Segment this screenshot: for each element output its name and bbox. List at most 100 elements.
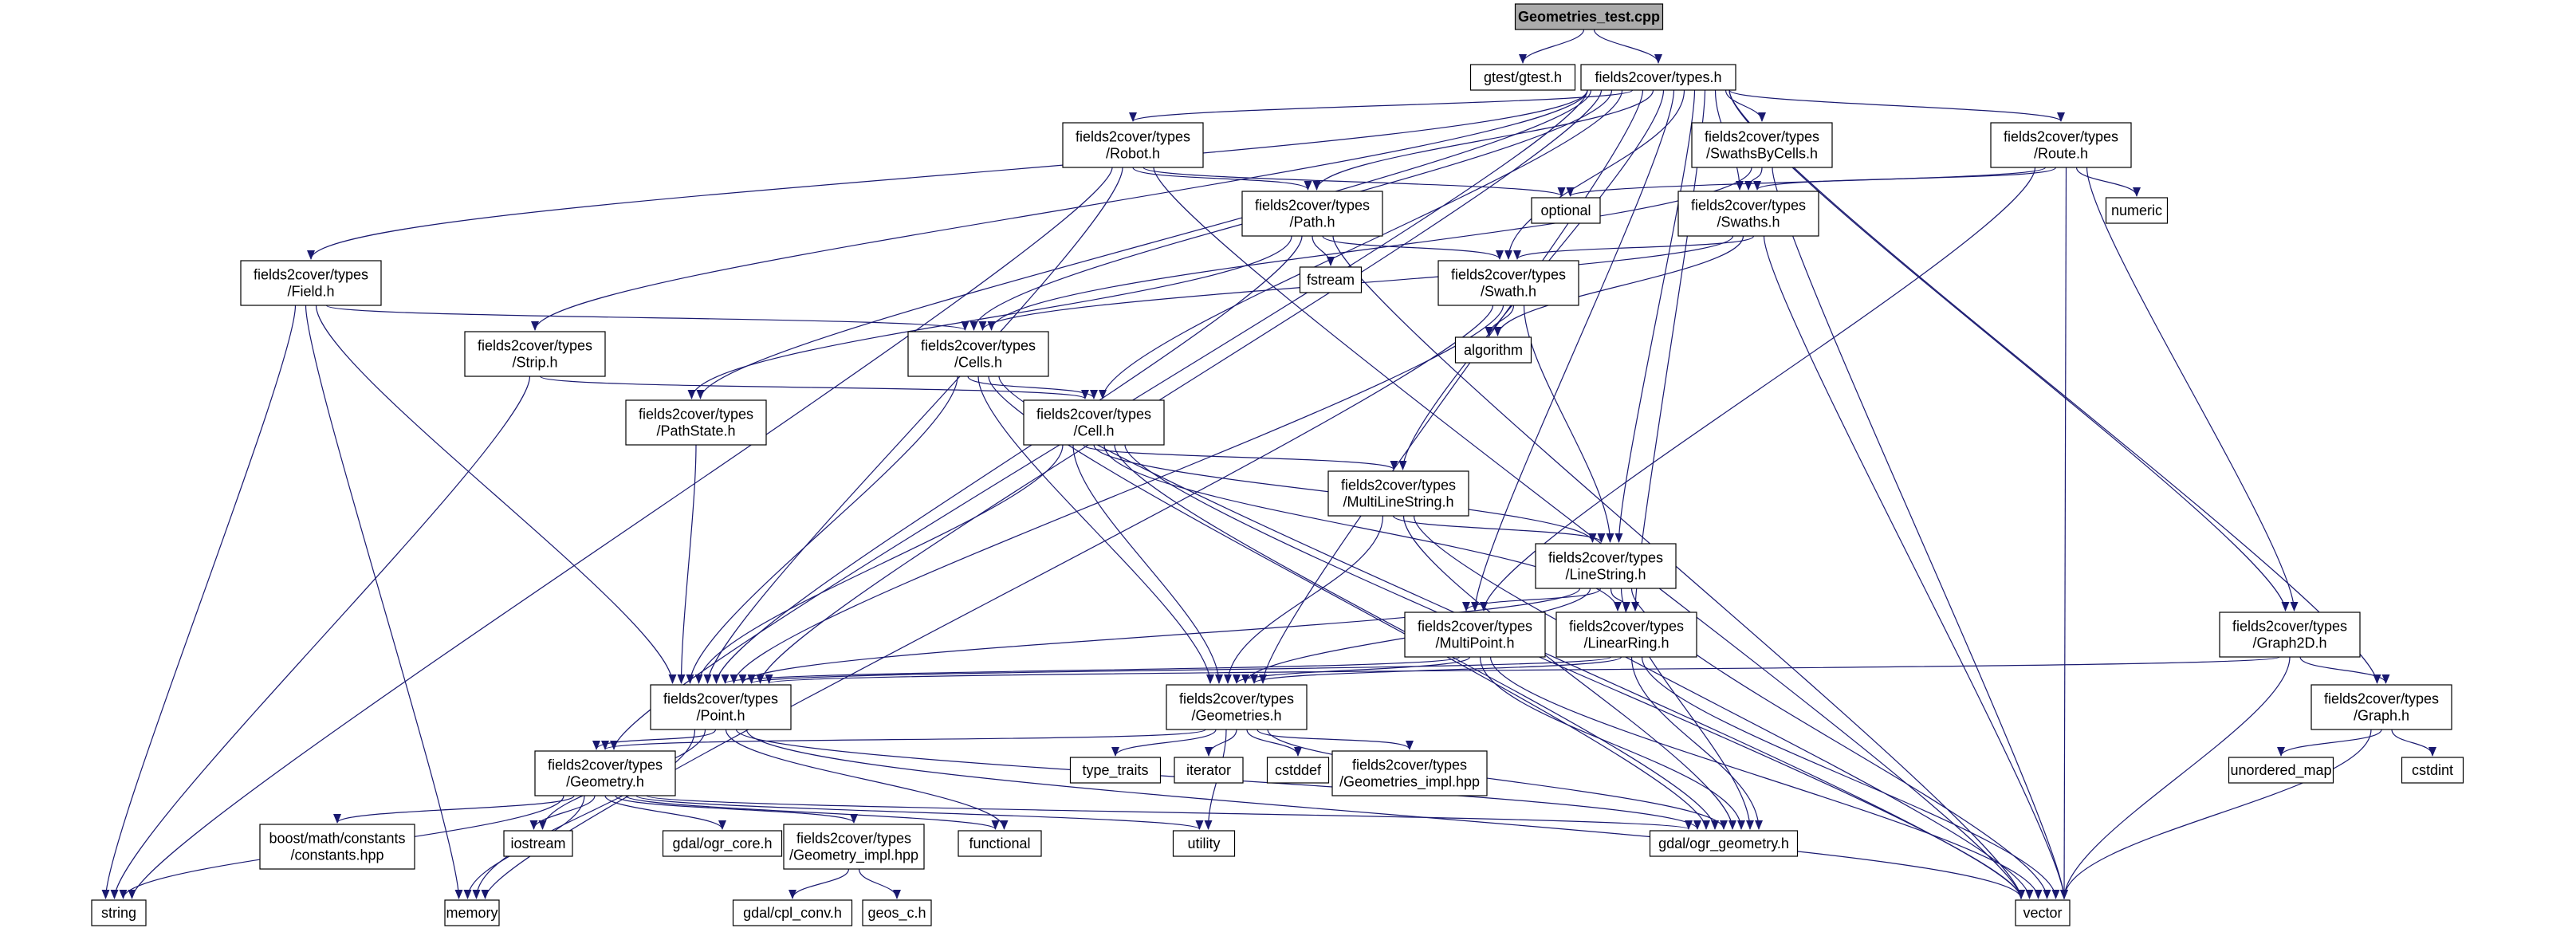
graph-node-swath_h[interactable]: fields2cover/types/Swath.h xyxy=(1437,260,1579,306)
graph-node-box-point_h[interactable] xyxy=(650,684,792,730)
include-edge-types_h--multipoint_h xyxy=(1471,89,1675,612)
include-edge-geometry_h--functional xyxy=(625,795,1000,830)
graph-node-box-robot_h[interactable] xyxy=(1062,122,1204,168)
graph-node-graph2d_h[interactable]: fields2cover/types/Graph2D.h xyxy=(2219,612,2361,658)
include-edge-multilinestring_h--vector xyxy=(1413,515,2034,899)
graph-node-path_h[interactable]: fields2cover/types/Path.h xyxy=(1241,191,1383,237)
graph-node-box-string xyxy=(91,899,147,926)
graph-node-geometries_impl_hpp[interactable]: fields2cover/types/Geometries_impl.hpp xyxy=(1331,750,1488,796)
graph-node-box-linestring_h[interactable] xyxy=(1535,543,1677,589)
graph-node-label-robot_h: fields2cover/types/Robot.h xyxy=(1076,129,1190,162)
graph-node-box-swathsbycells_h[interactable] xyxy=(1691,122,1833,168)
include-edge-robot_h--vector xyxy=(1153,167,2025,899)
graph-node-box-types_h[interactable] xyxy=(1580,64,1736,91)
graph-node-label-cpl_conv_h: gdal/cpl_conv.h xyxy=(743,905,842,922)
graph-node-box-graph_h[interactable] xyxy=(2311,684,2452,730)
include-edge-linearring_h--vector xyxy=(1641,656,2060,899)
graph-node-types_h[interactable]: fields2cover/types.h xyxy=(1580,64,1736,91)
graph-node-geometries_h[interactable]: fields2cover/types/Geometries.h xyxy=(1166,684,1308,730)
graph-node-box-strip_h[interactable] xyxy=(464,331,606,377)
graph-node-iterator: iterator xyxy=(1174,757,1244,784)
graph-node-box-numeric xyxy=(2105,197,2169,224)
graph-node-label-geometries_test_cpp: Geometries_test.cpp xyxy=(1518,9,1660,25)
include-edge-geometries_test_cpp--gtest_h xyxy=(1519,29,1585,64)
include-edge-geometries_h--ogr_geometry_h xyxy=(1267,729,1728,830)
graph-node-label-functional: functional xyxy=(969,836,1030,851)
graph-node-geometries_test_cpp: Geometries_test.cpp xyxy=(1514,3,1664,30)
include-edge-robot_h--optional xyxy=(1142,167,1566,197)
graph-node-pathstate_h[interactable]: fields2cover/types/PathState.h xyxy=(625,399,767,446)
include-edge-geometries_h--geometries_impl_hpp xyxy=(1257,729,1414,750)
graph-node-box-geometries_h[interactable] xyxy=(1166,684,1308,730)
graph-node-geometry_impl_hpp[interactable]: fields2cover/types/Geometry_impl.hpp xyxy=(783,824,925,870)
graph-node-label-swath_h: fields2cover/types/Swath.h xyxy=(1451,267,1566,300)
graph-node-robot_h[interactable]: fields2cover/types/Robot.h xyxy=(1062,122,1204,168)
graph-node-label-iterator: iterator xyxy=(1186,762,1231,778)
graph-node-point_h[interactable]: fields2cover/types/Point.h xyxy=(650,684,792,730)
include-edge-graph_h--cstdint xyxy=(2391,729,2436,757)
include-edge-linearring_h--point_h xyxy=(748,656,1612,684)
graph-node-swathsbycells_h[interactable]: fields2cover/types/SwathsByCells.h xyxy=(1691,122,1833,168)
graph-node-box-graph2d_h[interactable] xyxy=(2219,612,2361,658)
graph-node-linestring_h[interactable]: fields2cover/types/LineString.h xyxy=(1535,543,1677,589)
graph-node-box-geometry_impl_hpp[interactable] xyxy=(783,824,925,870)
graph-node-swaths_h[interactable]: fields2cover/types/Swaths.h xyxy=(1677,191,1819,237)
graph-node-graph_h[interactable]: fields2cover/types/Graph.h xyxy=(2311,684,2452,730)
graph-node-box-route_h[interactable] xyxy=(1990,122,2132,168)
graph-node-numeric: numeric xyxy=(2105,197,2169,224)
graph-node-box-swaths_h[interactable] xyxy=(1677,191,1819,237)
graph-node-box-cstddef xyxy=(1266,757,1330,784)
include-edge-types_h--linestring_h xyxy=(1614,89,1696,543)
graph-node-optional: optional xyxy=(1531,197,1601,224)
include-edge-swathsbycells_h--swaths_h xyxy=(1744,167,1763,191)
include-edge-robot_h--point_h xyxy=(703,167,1123,684)
graph-node-box-cells_h[interactable] xyxy=(907,331,1049,377)
graph-node-box-memory xyxy=(444,899,500,926)
graph-node-label-geometry_impl_hpp: fields2cover/types/Geometry_impl.hpp xyxy=(789,831,918,864)
graph-node-multipoint_h[interactable]: fields2cover/types/MultiPoint.h xyxy=(1404,612,1546,658)
graph-node-box-vector xyxy=(2015,899,2071,926)
graph-node-box-functional xyxy=(958,830,1042,857)
graph-node-memory: memory xyxy=(444,899,500,926)
graph-node-box-cell_h[interactable] xyxy=(1023,399,1165,446)
graph-node-cell_h[interactable]: fields2cover/types/Cell.h xyxy=(1023,399,1165,446)
graph-node-box-multipoint_h[interactable] xyxy=(1404,612,1546,658)
include-edge-linestring_h--linearring_h xyxy=(1610,588,1630,612)
graph-node-label-numeric: numeric xyxy=(2111,203,2162,218)
graph-node-linearring_h[interactable]: fields2cover/types/LinearRing.h xyxy=(1555,612,1697,658)
graph-node-box-boost_constants xyxy=(259,824,415,870)
include-edge-geometry_h--geometry_impl_hpp xyxy=(615,795,858,824)
graph-node-box-geometry_h[interactable] xyxy=(534,750,676,796)
graph-node-label-string: string xyxy=(101,905,136,921)
graph-node-ogr_core_h: gdal/ogr_core.h xyxy=(662,830,783,857)
graph-node-box-linearring_h[interactable] xyxy=(1555,612,1697,658)
graph-node-route_h[interactable]: fields2cover/types/Route.h xyxy=(1990,122,2132,168)
include-edge-swaths_h--algorithm xyxy=(1493,235,1744,336)
graph-node-box-type_traits xyxy=(1069,757,1162,784)
graph-node-label-geometries_impl_hpp: fields2cover/types/Geometries_impl.hpp xyxy=(1339,757,1480,791)
graph-node-label-type_traits: type_traits xyxy=(1082,762,1148,779)
graph-node-box-swath_h[interactable] xyxy=(1437,260,1579,306)
graph-node-box-multilinestring_h[interactable] xyxy=(1327,470,1469,517)
graph-node-cpl_conv_h: gdal/cpl_conv.h xyxy=(732,899,853,926)
graph-node-cells_h[interactable]: fields2cover/types/Cells.h xyxy=(907,331,1049,377)
graph-node-box-path_h[interactable] xyxy=(1241,191,1383,237)
include-edge-multipoint_h--vector xyxy=(1489,656,2043,899)
graph-node-label-vector: vector xyxy=(2023,905,2062,921)
graph-node-label-ogr_geometry_h: gdal/ogr_geometry.h xyxy=(1658,836,1789,852)
include-edge-robot_h--path_h xyxy=(1132,167,1312,191)
graph-node-box-pathstate_h[interactable] xyxy=(625,399,767,446)
graph-node-strip_h[interactable]: fields2cover/types/Strip.h xyxy=(464,331,606,377)
graph-node-box-field_h[interactable] xyxy=(240,260,382,306)
include-edge-path_h--point_h xyxy=(712,235,1303,684)
graph-node-box-geometries_impl_hpp[interactable] xyxy=(1331,750,1488,796)
include-edge-multipoint_h--ogr_geometry_h xyxy=(1479,656,1745,830)
graph-node-field_h[interactable]: fields2cover/types/Field.h xyxy=(240,260,382,306)
include-edge-types_h--field_h xyxy=(307,89,1588,260)
graph-node-geometry_h[interactable]: fields2cover/types/Geometry.h xyxy=(534,750,676,796)
include-edge-route_h--optional xyxy=(1566,167,2047,197)
include-edge-swath_h--linestring_h xyxy=(1523,305,1614,543)
graph-node-multilinestring_h[interactable]: fields2cover/types/MultiLineString.h xyxy=(1327,470,1469,517)
